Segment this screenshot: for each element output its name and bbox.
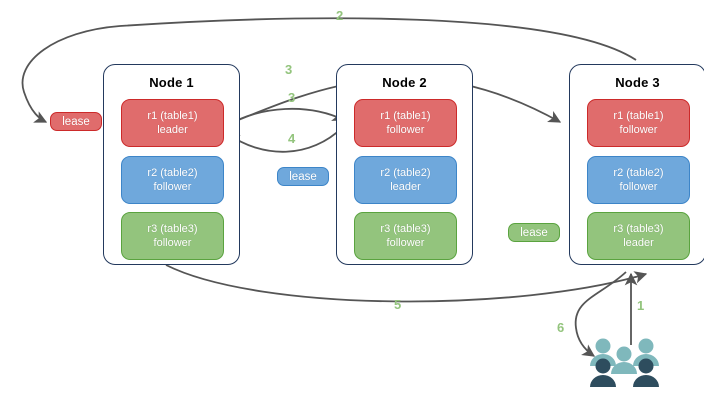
arrow-step-5-node1-node3 [165,264,648,303]
node-title: Node 2 [382,75,427,90]
people-group-icon [590,338,659,387]
node-title: Node 3 [615,75,660,90]
replica-r3-node-1[interactable]: r3 (table3) follower [121,212,224,260]
arrow-step-2 [21,17,637,123]
arrow-step-6-node3-users [574,271,627,357]
replica-role: leader [157,124,188,136]
step-label-3-upper: 3 [285,62,293,77]
replica-name: r3 (table3) [147,223,198,235]
replica-name: r2 (table2) [380,167,431,179]
step-label-2: 2 [336,8,344,23]
arrow-step-4-node2-node1 [226,125,345,153]
step-label-3-lower: 3 [288,90,296,105]
replica-role: follower [619,124,658,136]
replica-name: r2 (table2) [147,167,198,179]
replica-r3-node-3[interactable]: r3 (table3) leader [587,212,690,260]
replica-name: r3 (table3) [613,223,664,235]
lease-chip-table1[interactable]: lease [50,112,102,131]
replica-role: follower [386,237,425,249]
replica-role: leader [623,237,654,249]
replica-role: follower [153,181,192,193]
replica-r2-node-2[interactable]: r2 (table2) leader [354,156,457,204]
replica-r1-node-3[interactable]: r1 (table1) follower [587,99,690,147]
replica-r3-node-2[interactable]: r3 (table3) follower [354,212,457,260]
step-label-5: 5 [394,297,402,312]
replica-name: r1 (table1) [380,110,431,122]
replica-role: follower [619,181,658,193]
replica-name: r2 (table2) [613,167,664,179]
lease-chip-table3[interactable]: lease [508,223,560,242]
replica-role: follower [153,237,192,249]
replica-name: r3 (table3) [380,223,431,235]
replica-r1-node-2[interactable]: r1 (table1) follower [354,99,457,147]
node-title: Node 1 [149,75,194,90]
lease-chip-table2[interactable]: lease [277,167,329,186]
replica-name: r1 (table1) [613,110,664,122]
replica-role: leader [390,181,421,193]
node-card-node-1[interactable]: Node 1 r1 (table1) leader r2 (table2) fo… [103,64,240,265]
replica-r2-node-1[interactable]: r2 (table2) follower [121,156,224,204]
step-label-6: 6 [557,320,565,335]
step-label-4: 4 [288,131,296,146]
node-card-node-3[interactable]: Node 3 r1 (table1) follower r2 (table2) … [569,64,704,265]
replica-r2-node-3[interactable]: r2 (table2) follower [587,156,690,204]
node-card-node-2[interactable]: Node 2 r1 (table1) follower r2 (table2) … [336,64,473,265]
replica-role: follower [386,124,425,136]
step-label-1: 1 [637,298,645,313]
replica-name: r1 (table1) [147,110,198,122]
replica-r1-node-1[interactable]: r1 (table1) leader [121,99,224,147]
